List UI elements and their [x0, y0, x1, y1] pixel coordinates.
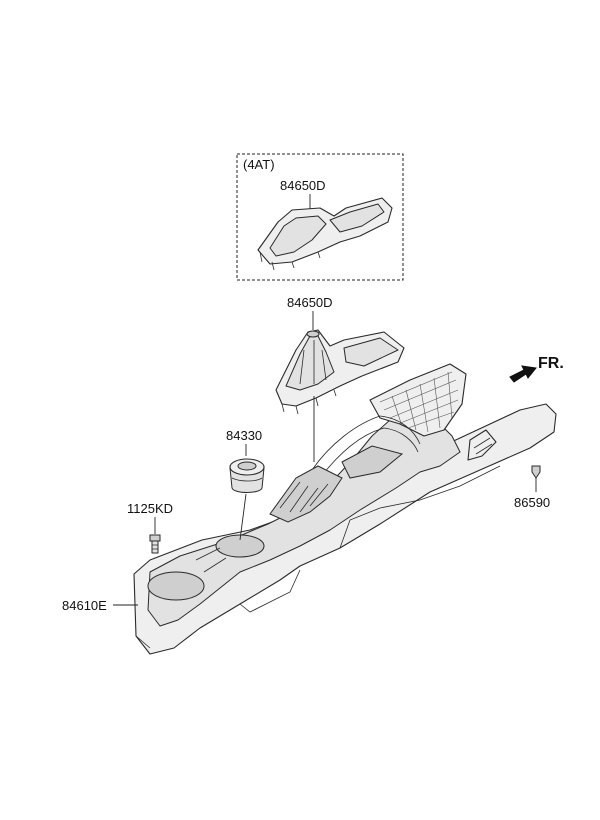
- callout-clip: 86590: [514, 495, 550, 510]
- option-box-4at: (4AT) 84650D: [236, 153, 404, 281]
- bolt-head: [149, 534, 161, 542]
- direction-label: FR.: [538, 355, 564, 372]
- bolt-shank: [151, 540, 159, 554]
- leader-cup-insert-bottom: [239, 493, 247, 541]
- callout-console-body: 84610E: [62, 598, 107, 613]
- option-box-border: [236, 153, 404, 281]
- callout-shift-bezel: 84650D: [287, 295, 333, 310]
- cup-holder-front: [147, 571, 205, 601]
- option-box-caption: (4AT): [243, 157, 275, 172]
- callout-bolt: 1125KD: [127, 501, 173, 516]
- clip-part: 86590: [514, 465, 550, 510]
- console-body: [133, 363, 557, 655]
- bolt-part: 1125KD: [127, 501, 173, 554]
- at-shift-bezel: [257, 197, 393, 271]
- front-arrow-icon: [509, 365, 537, 383]
- option-box-part-number: 84650D: [280, 178, 326, 193]
- front-direction-indicator: FR.: [509, 355, 564, 383]
- cup-holder-rear: [215, 534, 265, 558]
- console-body-callout: 84610E: [62, 598, 138, 613]
- manual-shift-bezel: 84650D: [275, 295, 405, 415]
- clip-icon: [531, 465, 541, 479]
- callout-cup-holder-insert: 84330: [226, 428, 262, 443]
- cup-holder-insert: 84330: [226, 428, 265, 541]
